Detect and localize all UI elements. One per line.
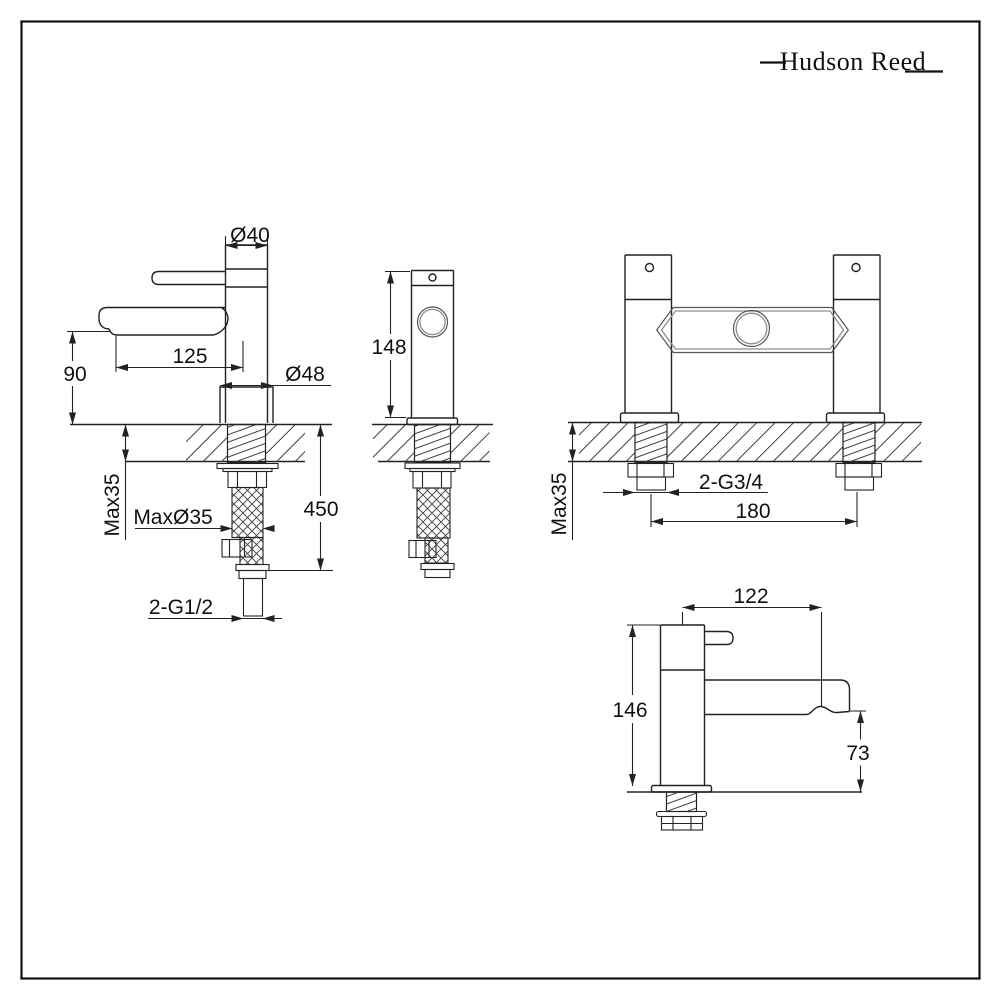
view-basin-mixer-side: Ø40 125 90 Ø48 Max35 [63, 224, 339, 622]
basin-side-inlet-tail [242, 577, 264, 617]
basin-front-countertop [372, 423, 493, 464]
dim-basin-base-diameter: Ø48 [285, 363, 325, 386]
bath-front-right-shank [842, 421, 876, 464]
bath-front-right-handle-pin [851, 262, 861, 273]
dim-bath-max-deck-thickness: Max35 [548, 472, 571, 535]
dim-basin-spout-height: 90 [63, 363, 86, 386]
view-bath-filler-side: 122 146 73 [612, 585, 870, 831]
view-basin-mixer-front: 148 [371, 269, 493, 579]
bath-side-spout-bottom [704, 705, 850, 716]
basin-side-threaded-shank [226, 423, 267, 464]
basin-side-faucet-outline [98, 244, 274, 423]
basin-side-mounting-hardware [216, 462, 279, 617]
bath-front-crossbar [655, 306, 850, 354]
brand-name: Hudson Reed [780, 47, 926, 76]
bath-side-dimensions: 122 146 73 [612, 585, 870, 792]
bath-side-spout-top [704, 679, 851, 712]
bath-side-mounting-hardware [627, 791, 862, 831]
basin-front-threaded-shank [413, 423, 452, 464]
view-bath-filler-front: Max35 2-G3/4 180 [548, 254, 922, 540]
dim-bath-inlet-thread: 2-G3/4 [699, 471, 764, 494]
basin-front-handle-pin [428, 273, 437, 282]
bath-front-deck [568, 421, 922, 464]
dim-basin-spout-reach: 125 [172, 345, 207, 368]
basin-front-dimensions: 148 [371, 270, 410, 419]
basin-side-base [219, 386, 274, 423]
basin-side-flexi-hose [231, 486, 264, 539]
basin-front-base-flange [406, 417, 459, 426]
brand-logo: Hudson Reed [760, 47, 943, 76]
basin-side-countertop [70, 423, 332, 464]
basin-side-handle [151, 270, 226, 286]
bath-side-faucet-outline [650, 624, 851, 793]
dim-basin-hose-length: 450 [303, 498, 338, 521]
bath-front-left-shank [634, 421, 668, 464]
bath-front-spout-outlet [732, 309, 771, 348]
dim-bath-spout-clearance: 73 [846, 742, 869, 765]
bath-front-left-handle-pin [644, 262, 655, 273]
dim-basin-max-hole-diameter: MaxØ35 [133, 506, 212, 529]
basin-side-spout [98, 306, 229, 336]
basin-front-faucet-outline [406, 269, 459, 426]
bath-front-mounting-hardware [627, 462, 883, 491]
basin-front-spout-outline [416, 306, 449, 338]
dim-basin-overall-height: 148 [371, 336, 406, 359]
basin-front-mounting-hardware [404, 462, 461, 579]
dim-basin-max-deck-thickness: Max35 [101, 473, 124, 536]
bath-front-faucet-outline [619, 254, 886, 424]
bath-front-dimensions: Max35 2-G3/4 180 [548, 422, 858, 540]
basin-front-flexi-hose [416, 487, 451, 539]
basin-side-dimensions: Ø40 125 90 Ø48 Max35 [63, 224, 339, 622]
dim-bath-spout-reach: 122 [733, 585, 768, 608]
bath-side-threaded-shank [665, 791, 698, 813]
page-border [20, 20, 981, 980]
dim-bath-overall-height: 146 [612, 699, 647, 722]
dim-basin-inlet-thread: 2-G1/2 [149, 596, 213, 619]
dim-basin-body-diameter: Ø40 [230, 224, 270, 247]
dim-bath-tap-centres: 180 [735, 500, 770, 523]
bath-side-handle [704, 630, 734, 646]
bath-side-base-flange [650, 784, 713, 793]
